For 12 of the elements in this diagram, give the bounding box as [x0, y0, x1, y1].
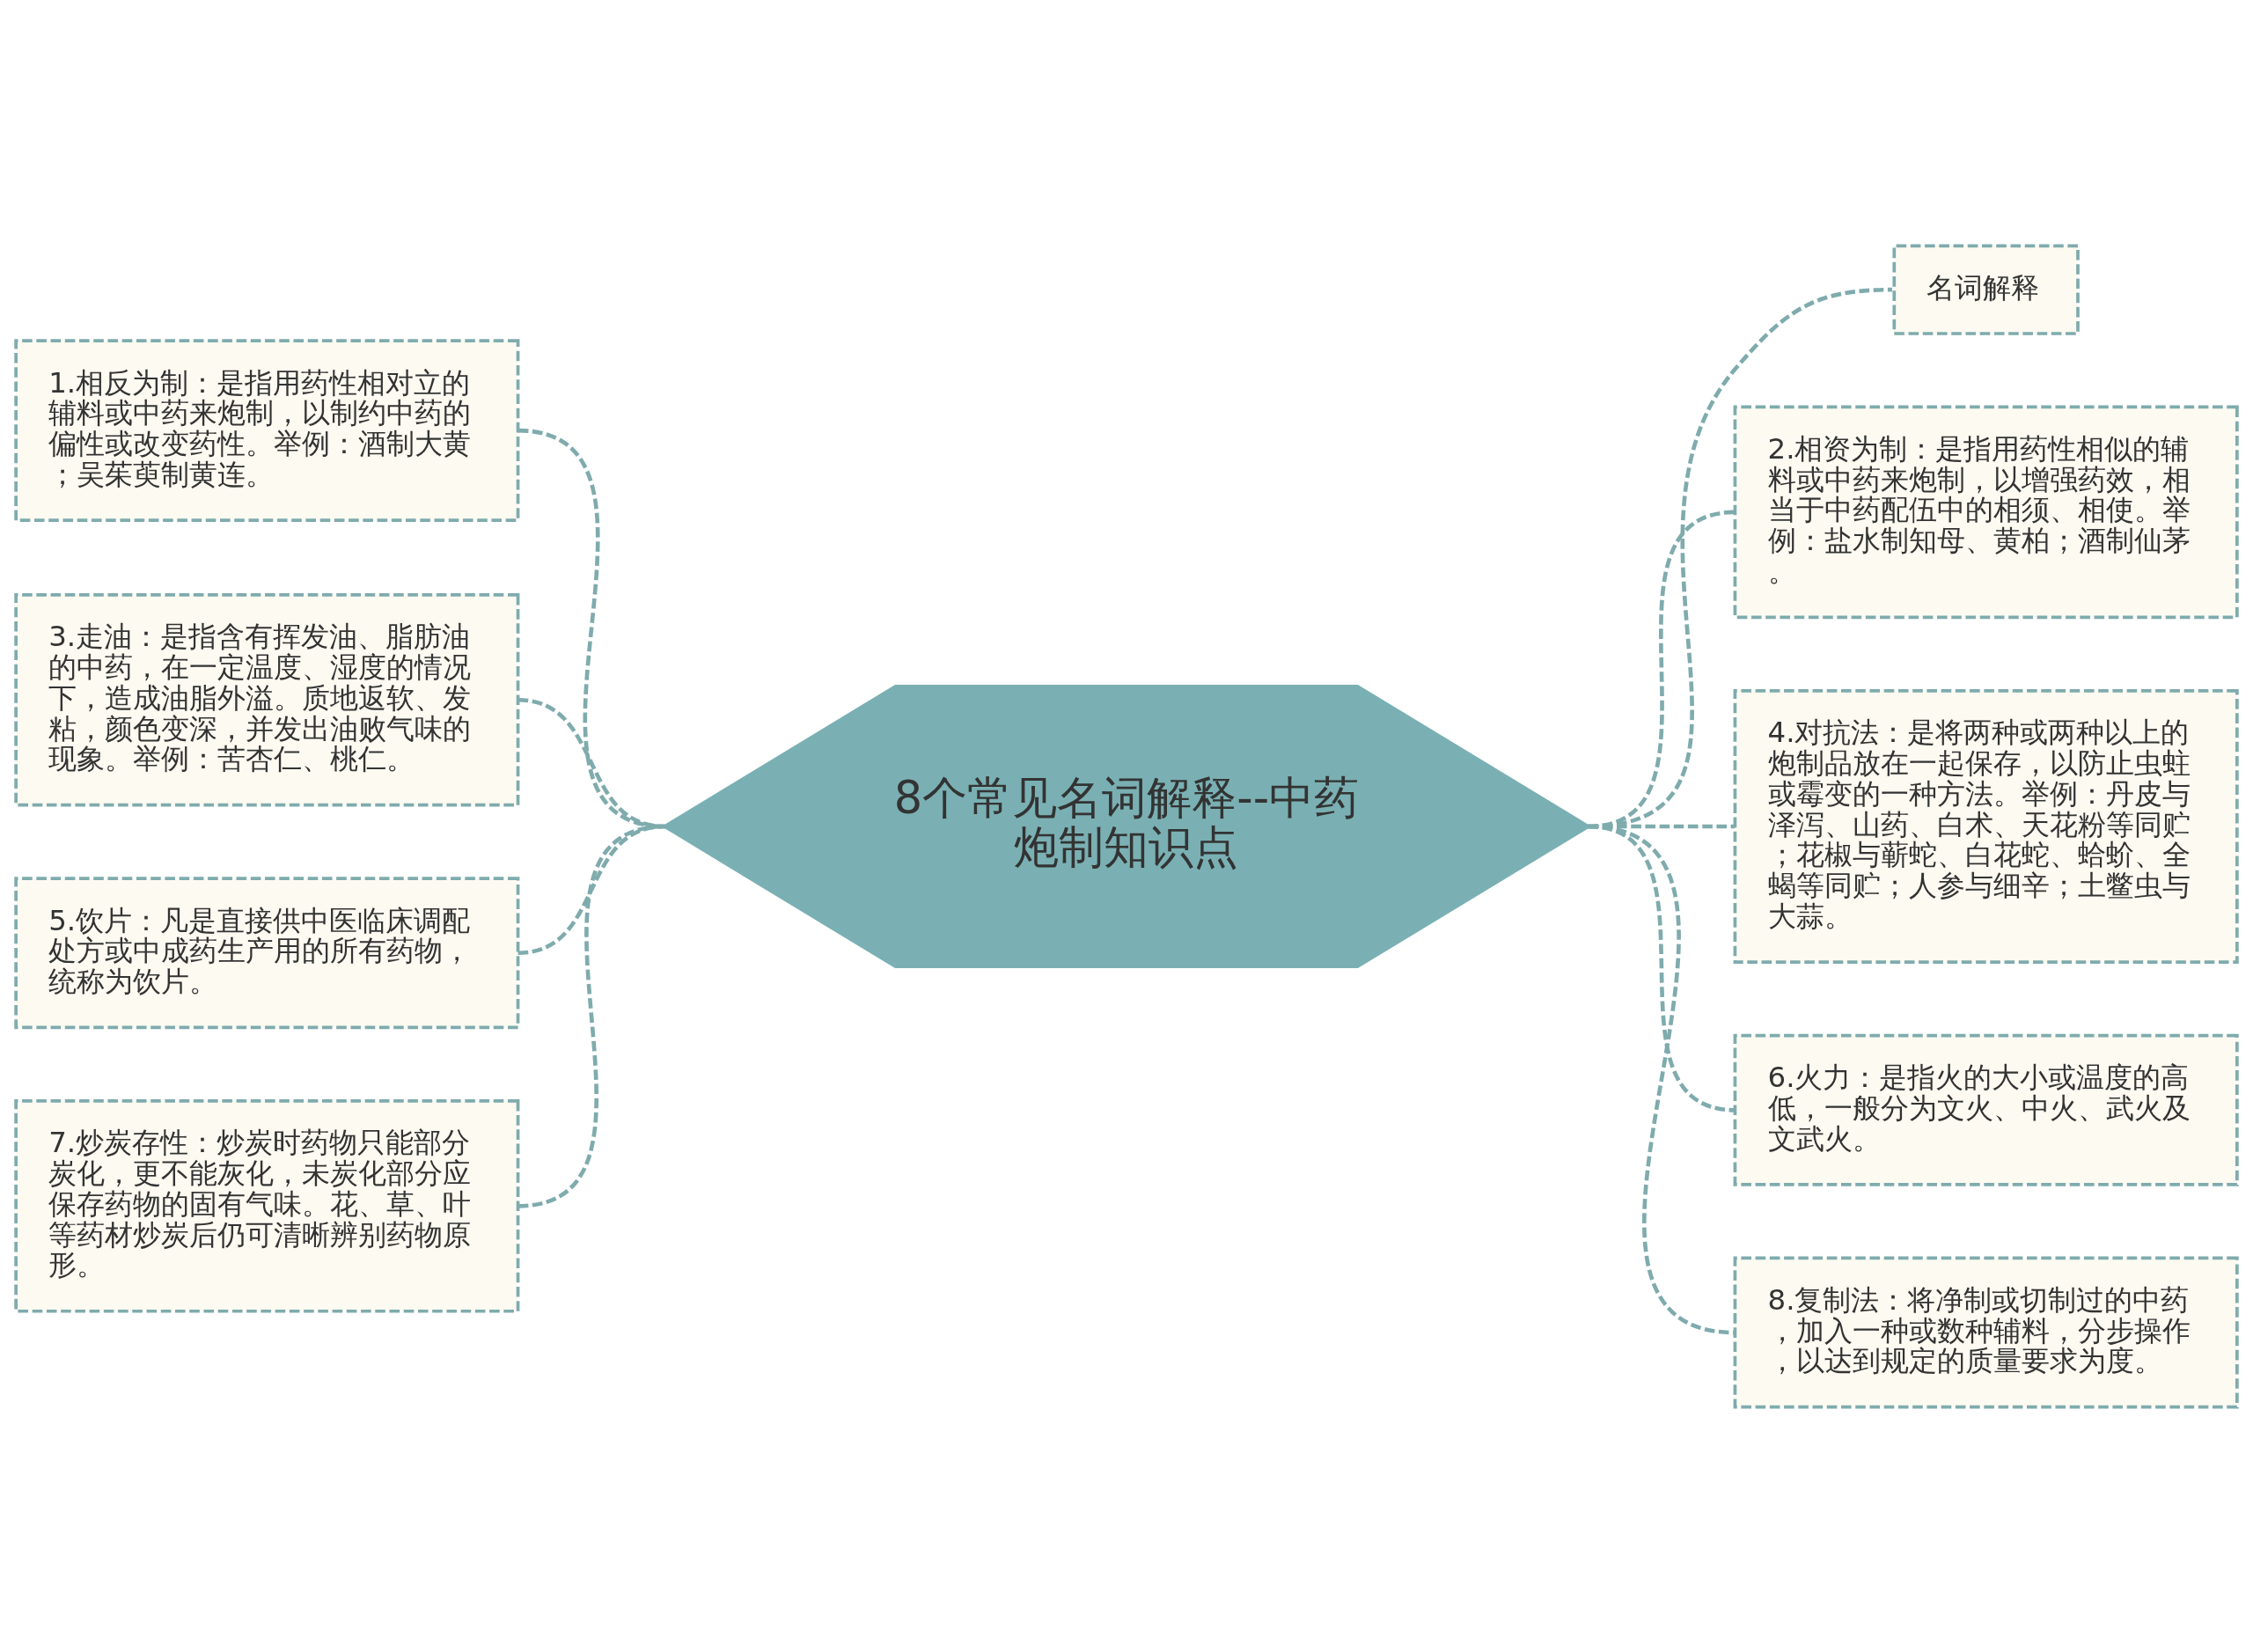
- connector: [517, 824, 665, 1208]
- node-box: 1.相反为制：是指用药性相对立的辅料或中药来炮制，以制约中药的偏性或改变药性。举例：酒制大黄；吴茱萸制黄连。: [14, 338, 520, 522]
- node-box: 名词解释: [1892, 243, 2080, 335]
- node-box: 2.相资为制：是指用药性相似的辅料或中药来炮制，以增强药效，相当于中药配伍中的相须、相使。举例：盐水制知母、黄柏；酒制仙茅。: [1733, 405, 2239, 619]
- node-box: 7.炒炭存性：炒炭时药物只能部分炭化，更不能灰化，未炭化部分应保存药物的固有气味。花、草、叶等药材炒炭后仍可清晰辨别药物原形。: [14, 1098, 520, 1313]
- connector: [517, 824, 665, 955]
- connector: [1588, 824, 1736, 1334]
- node-box: 8.复制法：将净制或切制过的中药，加入一种或数种辅料，分步操作，以达到规定的质量要求为度。: [1733, 1256, 2239, 1409]
- node-box: 5.饮片：凡是直接供中医临床调配处方或中成药生产用的所有药物，统称为饮片。: [14, 876, 520, 1029]
- node-box: 3.走油：是指含有挥发油、脂肪油的中药，在一定温度、湿度的情况下，造成油脂外溢。质地返软、发粘，颜色变深，并发出油败气味的现象。举例：苦杏仁、桃仁。: [14, 592, 520, 806]
- node-box: 4.对抗法：是将两种或两种以上的炮制品放在一起保存，以防止虫蛀或霉变的一种方法。举例：丹皮与泽泻、山药、白术、天花粉等同贮；花椒与蕲蛇、白花蛇、蛤蚧、全蝎等同贮；人参与细辛；土鳖虫与大蒜。: [1733, 688, 2239, 964]
- node-box: 6.火力：是指火的大小或温度的高低，一般分为文火、中火、武火及文武火。: [1733, 1033, 2239, 1186]
